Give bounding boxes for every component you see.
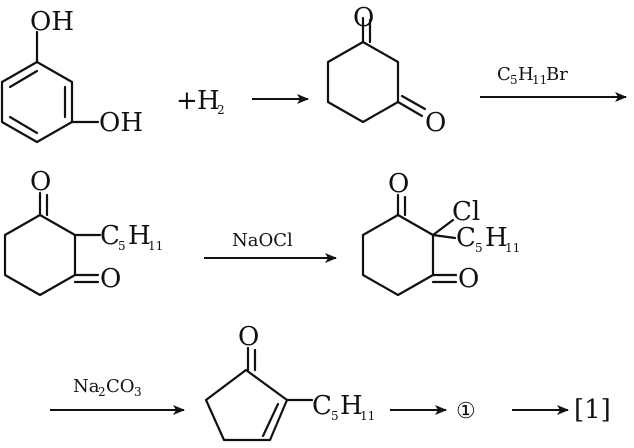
subst-c-sub: 5 — [331, 409, 339, 423]
reagent-h: H — [518, 64, 534, 85]
reagent-na: Na — [73, 376, 100, 397]
reagent-c5h11br: C 5 H 11 Br — [497, 64, 568, 87]
subst-c: C — [312, 391, 332, 421]
subst-h: H — [128, 221, 151, 251]
reagent-na-sub: 2 — [98, 385, 106, 399]
cyclohexanedione-structure: O O — [326, 3, 446, 138]
subst-h-sub: 11 — [360, 409, 375, 423]
reagent-na2co3: Na 2 CO 3 — [73, 376, 142, 399]
cl-label: Cl — [452, 197, 480, 227]
plus-hydrogen: + H 2 — [176, 86, 225, 117]
o-top-label: O — [30, 167, 51, 197]
oh-right-label: OH — [99, 108, 143, 138]
reagent-c-sub: 5 — [510, 73, 518, 87]
o-label: O — [238, 322, 259, 352]
unknown-1-label: ① — [456, 399, 476, 424]
subst-h-sub: 11 — [148, 239, 163, 253]
subst-h-sub: 11 — [505, 241, 520, 255]
reagent-co-sub: 3 — [134, 385, 142, 399]
reagent-co: CO — [106, 376, 135, 397]
reagent-br: Br — [546, 64, 568, 85]
o-top-label: O — [388, 169, 409, 199]
subst-h: H — [340, 391, 363, 421]
o-top-label: O — [353, 3, 374, 33]
alkyl-dione-structure: O O C 5 H 11 — [3, 167, 163, 297]
reagent-c: C — [497, 64, 511, 85]
o-bottom-label: O — [425, 108, 446, 138]
subst-h: H — [485, 223, 508, 253]
reagent-naocl: NaOCl — [232, 230, 293, 251]
o-bottom-label: O — [100, 264, 121, 294]
subst-c: C — [456, 223, 476, 253]
target-label: [1] — [574, 395, 611, 425]
h2-subscript: 2 — [217, 103, 225, 117]
subst-c-sub: 5 — [118, 239, 126, 253]
subst-c: C — [100, 221, 120, 251]
h2-h: H — [197, 86, 220, 116]
o-bottom-label: O — [458, 264, 479, 294]
oh-top-label: OH — [30, 7, 74, 37]
subst-c-sub: 5 — [475, 241, 483, 255]
resorcinol-structure: OH OH — [0, 7, 143, 144]
reagent-h-sub: 11 — [532, 73, 547, 87]
chloro-dione-structure: O O Cl C 5 H 11 — [361, 169, 520, 297]
plus-sign: + — [176, 86, 198, 116]
cyclopentenone-structure: O C 5 H 11 — [204, 322, 375, 442]
